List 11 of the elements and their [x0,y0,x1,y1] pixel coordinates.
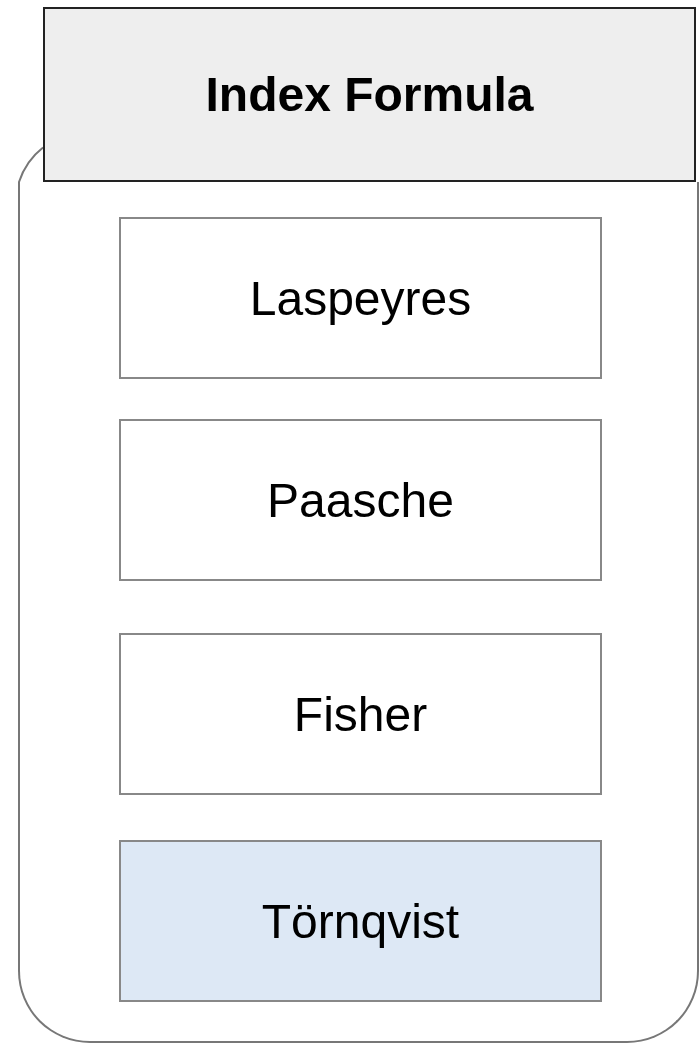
formula-box [119,840,602,1002]
formula-name: Törnqvist [261,893,460,949]
formula-box [119,217,602,379]
formula-box [119,419,602,581]
formula-name: Laspeyres [249,270,472,326]
formula-name: Fisher [293,686,428,742]
header-box [43,7,696,182]
formula-name: Paasche [267,472,454,528]
header-title: Index Formula [205,67,534,122]
group-container [18,182,699,1043]
formula-box [119,633,602,795]
